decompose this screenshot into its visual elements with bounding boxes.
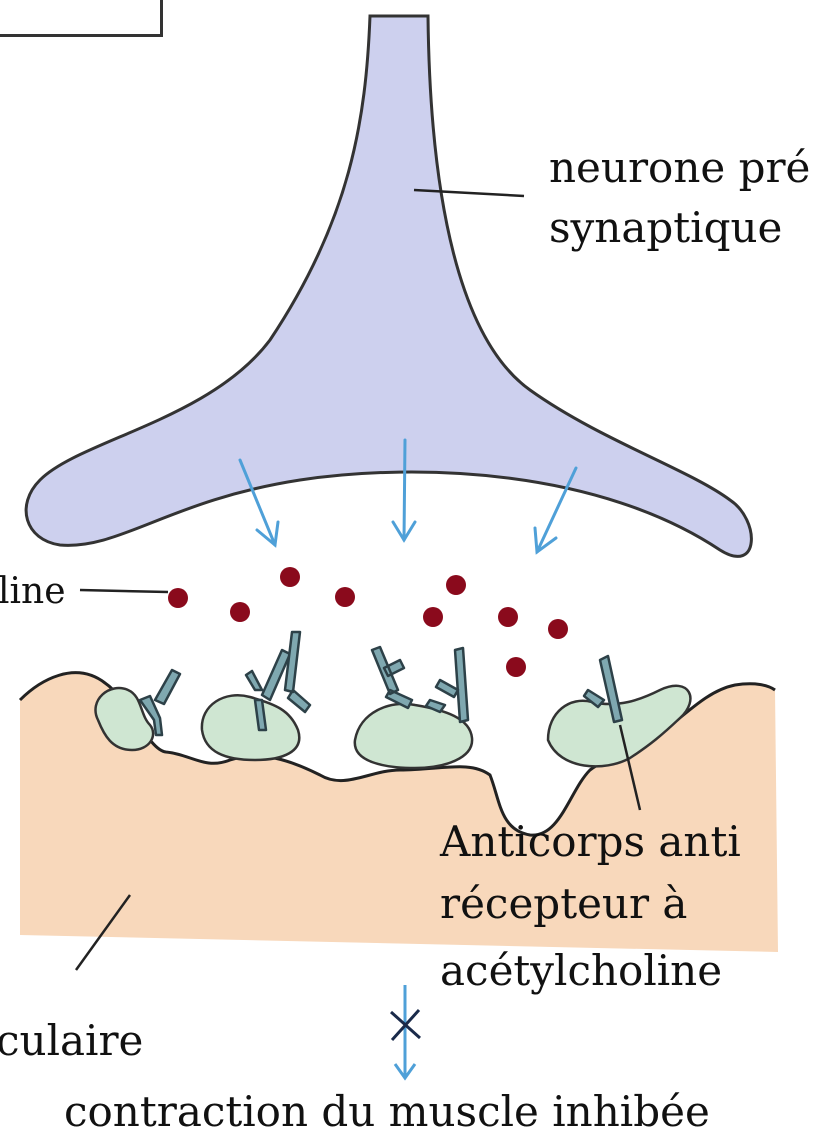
presynaptic-label-line2: synaptique [549,202,782,254]
receptor-2 [202,695,299,760]
antibody-label-line3: acétylcholine [440,945,722,997]
acetylcholine-dot [506,657,526,677]
acetylcholine-dot [280,567,300,587]
acetylcholine-dot [446,575,466,595]
antibody-label-line1: Anticorps anti [440,816,741,868]
acetylcholine-label: line [0,566,66,618]
acetylcholine-dot [548,619,568,639]
acetylcholine-dot [335,587,355,607]
muscle-fiber-label: culaire [0,1015,143,1067]
presynaptic-neuron [26,16,751,556]
result-label: contraction du muscle inhibée [64,1086,710,1138]
acetylcholine-dot [498,607,518,627]
antibody-label-line2: récepteur à [440,878,687,930]
acetylcholine-dot [168,588,188,608]
acetylcholine-pointer-line [80,590,168,592]
receptor-3 [355,704,472,768]
presynaptic-label-line1: neurone pré [549,142,810,194]
antibody-4 [372,647,412,708]
antibody-3 [285,632,310,712]
acetylcholine-dot [230,602,250,622]
acetylcholine-dot [423,607,443,627]
